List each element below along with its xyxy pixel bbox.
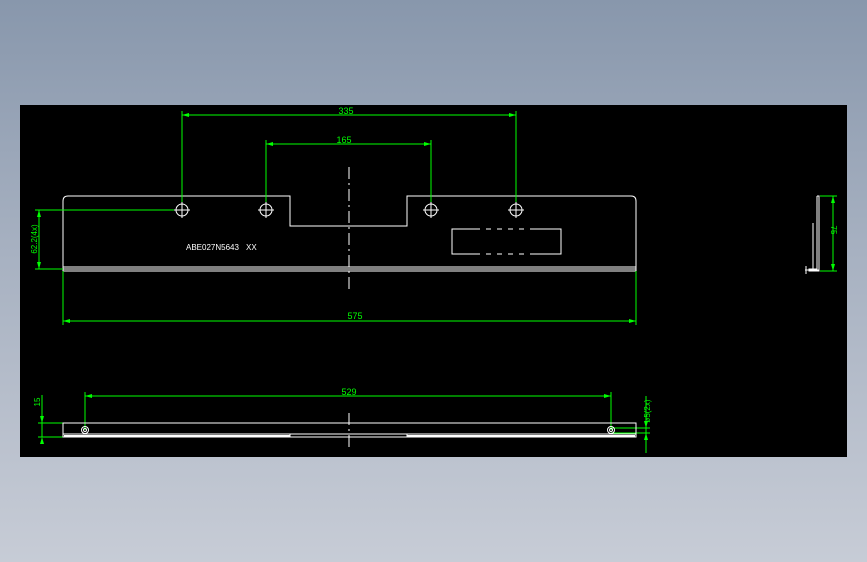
dim-hole-height: 62.2(4x) bbox=[30, 224, 39, 254]
side-view-profile bbox=[808, 195, 820, 272]
cad-drawing: ABE027N5643 XX bbox=[30, 106, 838, 453]
dimension-lines bbox=[35, 111, 837, 453]
dim-side-height: 75 bbox=[829, 226, 838, 235]
bottom-view-fill bbox=[64, 435, 290, 437]
label-area bbox=[451, 228, 562, 255]
front-view-holes bbox=[174, 202, 524, 218]
part-suffix-text: XX bbox=[246, 243, 257, 252]
cad-drawing-canvas: ABE027N5643 XX bbox=[20, 105, 847, 457]
dim-bottom-hole: ø5(2x) bbox=[643, 399, 652, 422]
dim-bottom-thickness: 15 bbox=[33, 397, 42, 406]
front-view-outline bbox=[62, 195, 637, 270]
side-view bbox=[805, 195, 820, 274]
dim-top-outer: 335 bbox=[338, 106, 353, 116]
dimension-arrows bbox=[37, 113, 835, 444]
part-code-text: ABE027N5643 bbox=[186, 243, 239, 252]
bottom-hole bbox=[81, 426, 89, 434]
bottom-hole bbox=[607, 426, 615, 434]
dim-top-inner: 165 bbox=[336, 135, 351, 145]
dim-bottom-span: 529 bbox=[341, 387, 356, 397]
dim-overall-length: 575 bbox=[347, 311, 362, 321]
